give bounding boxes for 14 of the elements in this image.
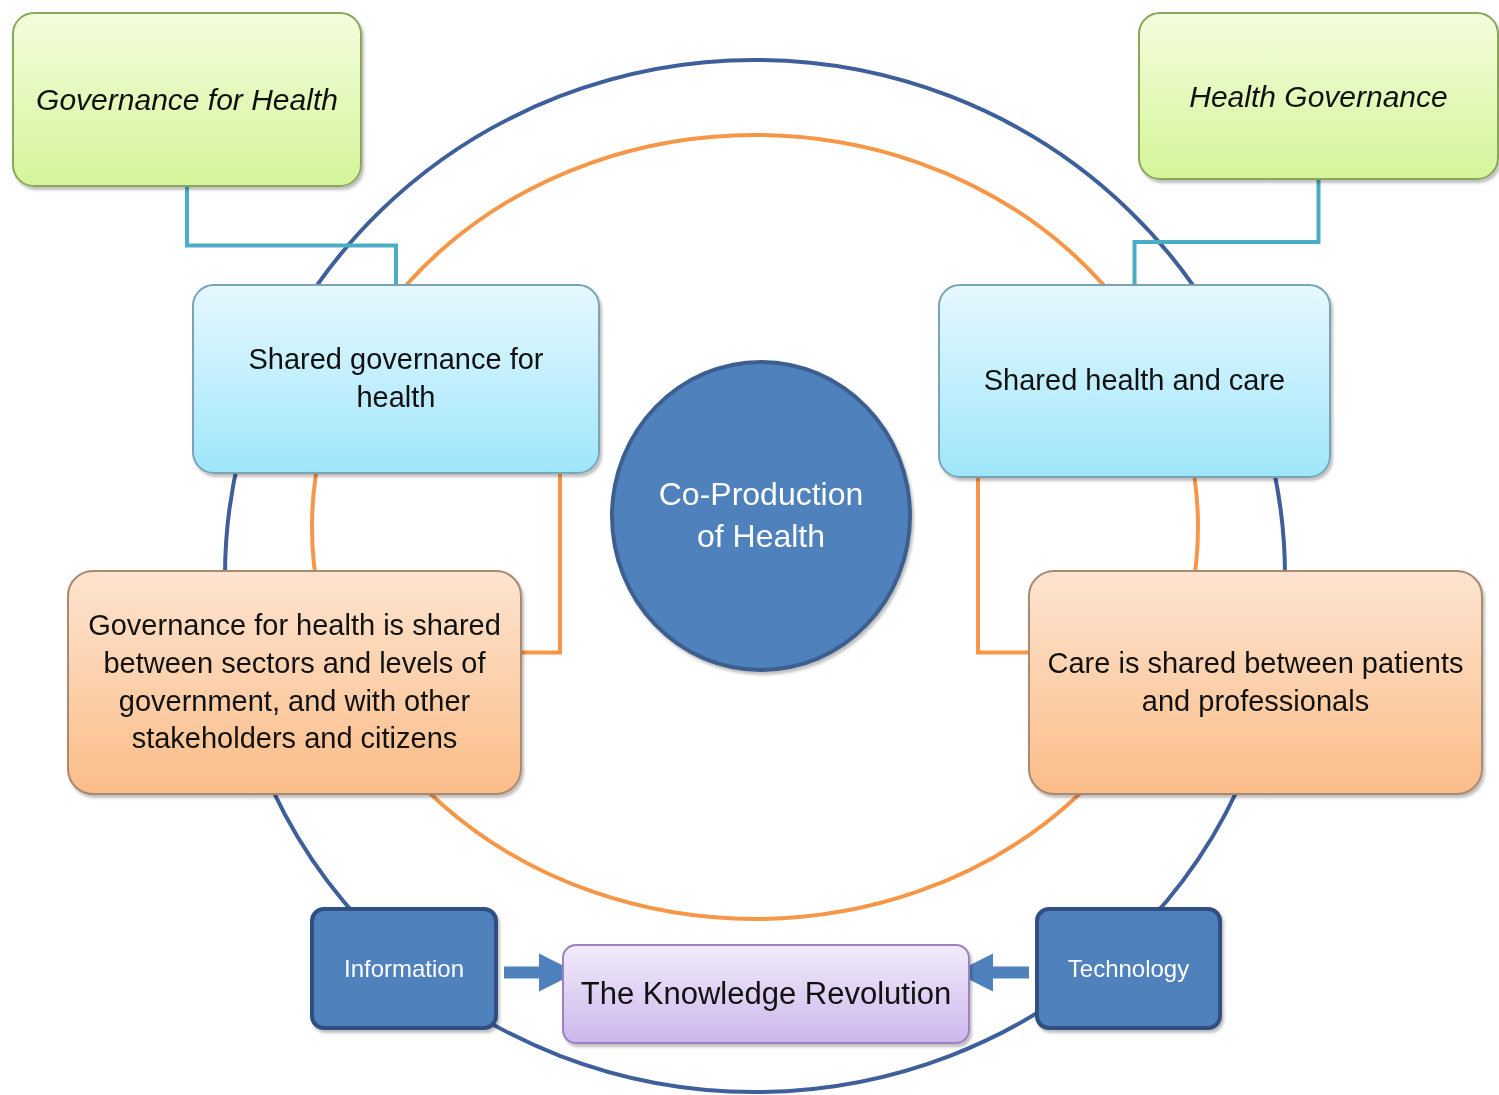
connector-line — [185, 187, 398, 284]
concept-box: Health Governance — [1138, 12, 1499, 180]
description-box: Governance for health is shared between sectors and levels of government, and with other stakeholders and citizens — [67, 570, 522, 795]
connector-line — [1132, 180, 1321, 284]
driver-box: Information — [310, 907, 498, 1030]
connector-line — [976, 478, 1028, 655]
topic-box: Shared governance for health — [192, 284, 600, 474]
result-box: The Knowledge Revolution — [562, 944, 970, 1044]
driver-box: Technology — [1035, 907, 1222, 1030]
concept-box: Governance for Health — [12, 12, 362, 187]
topic-box: Shared health and care — [938, 284, 1331, 478]
core-circle: Co-Production of Health — [610, 360, 912, 672]
description-box: Care is shared between patients and professionals — [1028, 570, 1483, 795]
connector-line — [522, 474, 562, 655]
